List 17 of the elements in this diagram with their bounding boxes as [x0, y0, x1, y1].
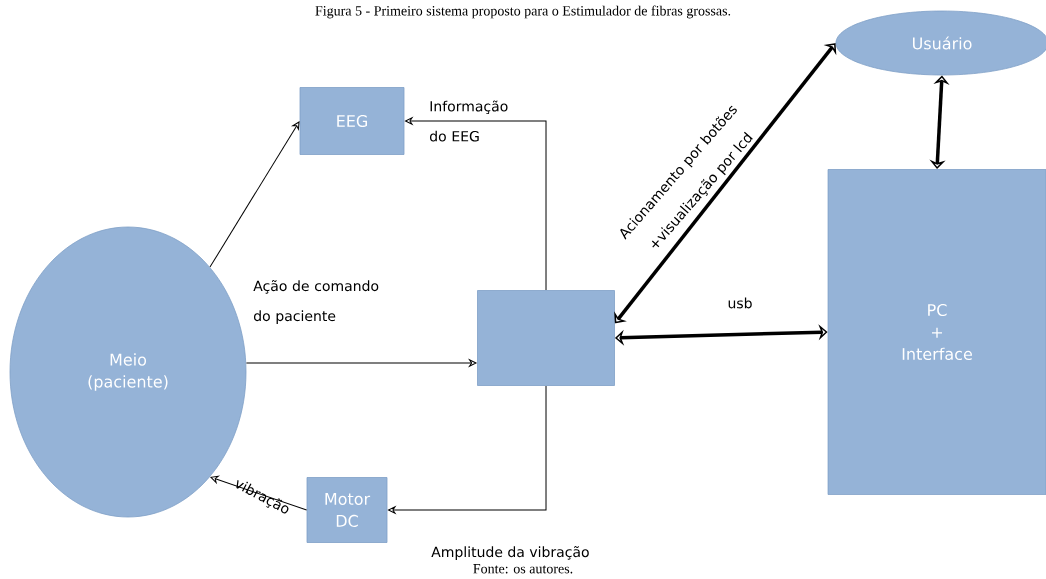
edge-label: usb [728, 297, 752, 309]
arrow [245, 359, 477, 367]
edge-label: Ação de comando do paciente [253, 280, 379, 324]
ellipse-node: Usuário [835, 10, 1046, 76]
arrow [388, 385, 547, 514]
arrow [210, 475, 308, 511]
arrow [209, 121, 300, 268]
edge-label: Informação do EEG [430, 100, 508, 142]
process-box: Motor DC [306, 477, 388, 543]
edge-label: Amplitude da vibração [431, 546, 589, 560]
process-box: PC + Interface [827, 169, 1046, 495]
process-box: EEG [299, 87, 405, 155]
arrow [405, 117, 547, 291]
process-box [477, 290, 615, 386]
caption: Fonte: os autores. [473, 564, 573, 574]
arrow [614, 43, 837, 324]
figure-title: Figura 5 - Primeiro sistema proposto para o Estimulador de fibras grossas. [315, 5, 731, 19]
